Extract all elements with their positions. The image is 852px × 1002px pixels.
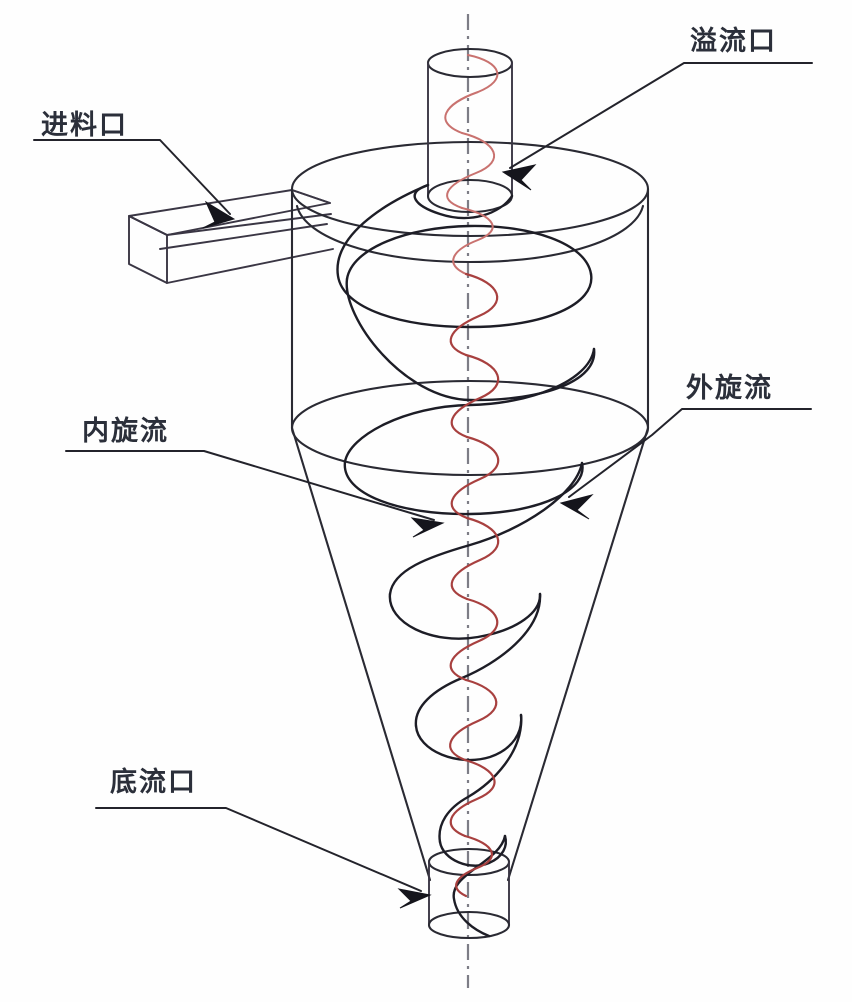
inner-helix-cone-1 xyxy=(450,516,500,601)
label-outer-vortex-text: 外旋流 xyxy=(686,373,773,404)
outer-helix-spigot-tail xyxy=(452,834,507,938)
label-underflow-outlet-leader xyxy=(95,807,422,892)
label-inner-vortex: 内旋流 xyxy=(65,416,445,538)
outer-helix-turn-2b xyxy=(343,347,596,464)
label-overflow-outlet-text: 溢流口 xyxy=(690,26,777,57)
feed-duct xyxy=(128,189,334,284)
outer-helix-turn-9 xyxy=(438,834,507,867)
label-underflow-outlet-text: 底流口 xyxy=(110,766,197,798)
cylinder-top-rim xyxy=(290,140,650,238)
outer-helix-top-turn xyxy=(413,183,514,220)
feed-duct-bottom-edge xyxy=(166,248,334,284)
label-feed-inlet-arrowhead xyxy=(202,200,236,229)
inner-helix-cone-3 xyxy=(449,678,498,762)
feed-duct-inner-edge-a xyxy=(159,223,328,250)
cone-right-slant xyxy=(506,426,650,882)
underflow-spigot xyxy=(427,847,511,940)
cone-left-slant xyxy=(290,426,432,882)
inner-helix-vf-1 xyxy=(444,54,499,134)
outer-helix-turn-8 xyxy=(438,713,523,844)
outer-helix-turn-6 xyxy=(414,592,542,728)
inner-helix-cyl-3 xyxy=(450,435,500,520)
vortex-finder-pipe xyxy=(426,47,514,214)
inner-helix-cone-2 xyxy=(449,597,499,682)
label-feed-inlet: 进料口 xyxy=(33,110,236,229)
inner-helix-cyl-2 xyxy=(450,353,500,439)
inner-helix-cone-4 xyxy=(449,758,496,838)
label-overflow-outlet: 溢流口 xyxy=(501,26,813,191)
label-inner-vortex-leader xyxy=(65,450,435,521)
label-overflow-outlet-leader xyxy=(509,62,813,169)
cone-body xyxy=(290,426,650,882)
outer-vortex-helix xyxy=(336,183,596,938)
label-outer-vortex-arrowhead xyxy=(559,494,594,520)
label-inner-vortex-arrowhead xyxy=(410,517,445,538)
spigot-bottom-rim xyxy=(427,910,511,940)
label-feed-inlet-leader xyxy=(33,139,231,215)
label-inner-vortex-text: 内旋流 xyxy=(82,416,169,447)
outer-helix-turn-7 xyxy=(414,713,523,762)
vortex-finder-top-rim xyxy=(426,47,514,79)
inner-helix-vf-3 xyxy=(452,207,494,275)
label-underflow-outlet-arrowhead xyxy=(397,888,432,909)
outer-helix-turn-3 xyxy=(343,460,584,516)
inner-vortex-helix xyxy=(444,54,500,898)
outer-helix-turn-1 xyxy=(336,183,593,329)
label-overflow-outlet-arrowhead xyxy=(501,164,537,191)
cylinder-body xyxy=(290,140,650,477)
outer-helix-turn-2 xyxy=(345,277,596,402)
label-underflow-outlet: 底流口 xyxy=(95,766,432,909)
outer-helix-turn-4 xyxy=(388,461,584,596)
label-outer-vortex: 外旋流 xyxy=(559,373,812,520)
inner-helix-cyl-1 xyxy=(449,272,499,357)
cylinder-top-inner-rim xyxy=(295,204,645,264)
inner-helix-vf-2 xyxy=(446,132,496,209)
outer-helix-turn-5 xyxy=(388,592,542,640)
inner-helix-cone-5 xyxy=(455,834,493,898)
feed-duct-top-join xyxy=(291,189,331,204)
label-feed-inlet-text: 进料口 xyxy=(41,110,128,141)
outer-helix-turn-1b xyxy=(345,224,593,281)
feed-duct-inner-edge-b xyxy=(166,213,332,236)
label-outer-vortex-leader xyxy=(568,408,812,498)
